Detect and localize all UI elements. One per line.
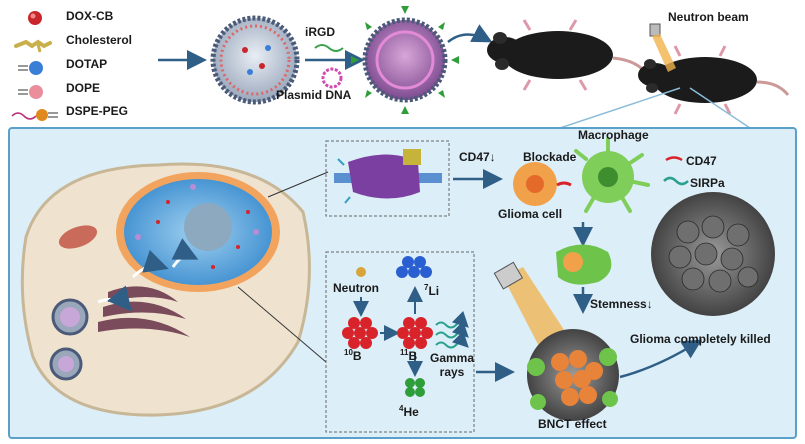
blockade-label: Blockade	[523, 150, 577, 164]
mechanism-diagram	[20, 137, 775, 433]
macrophage-label: Macrophage	[578, 128, 649, 142]
bnct-tumor-icon	[493, 261, 619, 421]
plasmid-label: Plasmid DNA	[276, 88, 352, 102]
glioma-cell-icon	[513, 162, 557, 206]
liposome-targeted	[351, 6, 459, 114]
mitochondrion	[58, 225, 98, 249]
boron11-icon	[397, 317, 433, 349]
red-sphere-icon	[28, 11, 42, 25]
irgd-icon	[314, 44, 344, 52]
neutron-source-icon	[649, 23, 676, 72]
cas9-complex-icon	[334, 149, 442, 204]
legend-icons	[11, 11, 58, 121]
gene-editing-box	[325, 140, 450, 217]
blue-lipid-icon	[18, 61, 43, 75]
bnct-effect-label: BNCT effect	[538, 417, 607, 431]
neutron-beam-label: Neutron beam	[668, 10, 749, 24]
helium4-mass: 4	[399, 404, 404, 413]
neutron-icon	[356, 267, 366, 277]
neutron-label: Neutron	[333, 281, 379, 295]
engulfment-icon	[556, 244, 612, 285]
gamma-rays-label: Gamma rays	[430, 351, 475, 379]
helium4-icon	[405, 378, 425, 397]
glioma-killed-label: Glioma completely killed	[630, 332, 771, 346]
mouse-icon	[487, 19, 647, 91]
pink-lipid-icon	[18, 85, 43, 99]
boron10-icon	[342, 317, 378, 349]
helium4-symbol: He	[403, 405, 419, 419]
cd47-legend-icon	[665, 156, 683, 162]
helium4-label: 4He	[399, 404, 419, 419]
nanoparticle	[49, 347, 83, 381]
top-flow	[158, 6, 647, 114]
glioma-cell-label: Glioma cell	[498, 207, 563, 221]
cd47-legend-label: CD47	[686, 154, 717, 168]
boron11-symbol: B	[408, 349, 418, 363]
macrophage-icon	[574, 137, 650, 213]
lithium7-icon	[396, 256, 432, 278]
stemness-label: Stemness↓	[590, 297, 653, 311]
lithium7-symbol: Li	[428, 284, 440, 298]
orange-peg-icon	[11, 109, 58, 121]
plasmid-icon	[321, 67, 343, 89]
irgd-label: iRGD	[305, 25, 335, 39]
boron10-mass: 10	[344, 348, 353, 357]
killed-tumor-icon	[651, 192, 775, 316]
boron10-label: 10B	[344, 348, 362, 363]
boron11-mass: 11	[400, 348, 409, 357]
mouse-icon	[638, 45, 790, 115]
nanoparticle	[51, 298, 89, 336]
cholesterol-icon	[14, 39, 52, 53]
sirpa-legend-icon	[663, 176, 689, 186]
bnct-reaction-box	[325, 251, 475, 433]
glioma-cell-cutaway	[20, 162, 311, 417]
legend-label-dox-cb: DOX-CB	[66, 9, 114, 23]
treated-mouse	[638, 23, 790, 115]
legend-label-dspe-peg: DSPE-PEG	[66, 104, 129, 118]
sirpa-legend-label: SIRPa	[690, 176, 725, 190]
boron10-symbol: B	[352, 349, 362, 363]
arrow-3	[447, 24, 493, 43]
lithium7-label: 7Li	[424, 283, 439, 298]
legend-label-cholesterol: Cholesterol	[66, 33, 133, 47]
boron11-label: 11B	[400, 348, 417, 363]
legend-label-dotap: DOTAP	[66, 57, 108, 71]
legend-label-dope: DOPE	[66, 81, 101, 95]
gamma-rays-icon	[435, 310, 469, 349]
cd47-down-label: CD47↓	[459, 150, 496, 164]
lithium7-mass: 7	[424, 283, 429, 292]
liposome-plain	[210, 15, 300, 105]
